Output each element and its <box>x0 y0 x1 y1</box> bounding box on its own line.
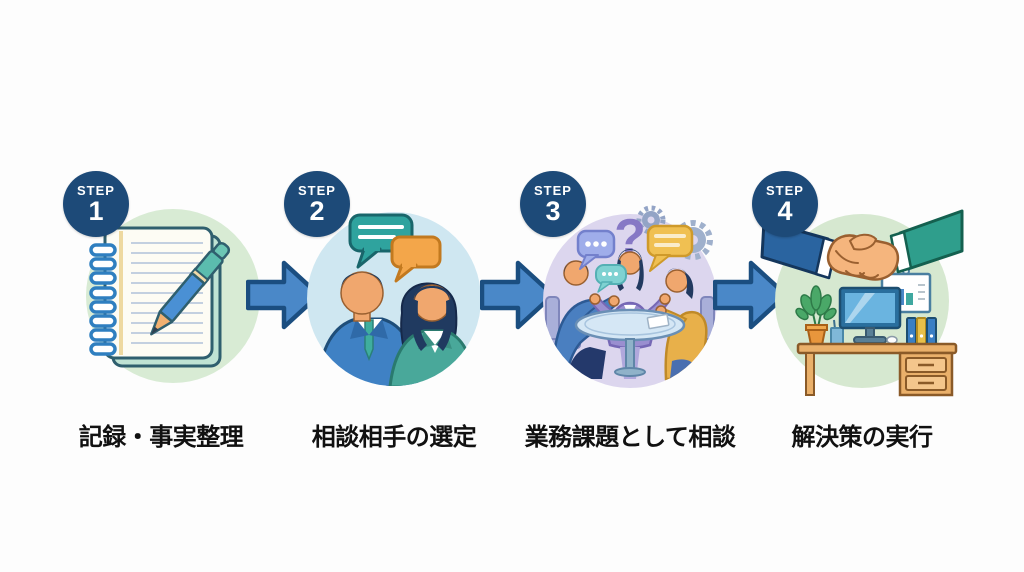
step-3-badge: STEP 3 <box>520 171 586 237</box>
step-3-label: 業務課題として相談 <box>524 424 736 451</box>
two-people-talking-illustration <box>307 212 481 386</box>
step-1-badge: STEP 1 <box>63 171 129 237</box>
mouse-icon <box>886 335 898 345</box>
step-4: STEP 4 解決策の実行 <box>752 165 964 505</box>
step-2-badge: STEP 2 <box>284 171 350 237</box>
badge-step-text: STEP <box>766 182 804 198</box>
arrow-right-icon <box>713 260 789 330</box>
drawer-unit <box>898 351 954 397</box>
speech-bubble-orange-icon <box>390 235 442 283</box>
speech-bubble-small-teal-icon <box>595 264 627 293</box>
speech-bubble-lines-icon <box>646 224 694 272</box>
arrow-right-icon <box>480 260 556 330</box>
desk-icon <box>796 342 958 397</box>
badge-number: 1 <box>88 195 104 226</box>
step-2: STEP 2 相談相手の選定 <box>284 165 494 505</box>
step-4-badge: STEP 4 <box>752 171 818 237</box>
step-1-label: 記録・事実整理 <box>78 424 244 451</box>
badge-number: 3 <box>545 195 561 226</box>
binders-icon <box>906 317 937 345</box>
handshake-desk-illustration <box>760 209 964 397</box>
step-2-label: 相談相手の選定 <box>311 424 477 451</box>
round-table <box>574 308 686 377</box>
spiral-rings <box>89 243 117 356</box>
team-meeting-illustration: ? <box>543 205 717 388</box>
badge-number: 4 <box>777 195 793 226</box>
spiral-notebook-icon <box>89 226 222 368</box>
badge-step-text: STEP <box>298 182 336 198</box>
badge-step-text: STEP <box>77 182 115 198</box>
pen-icon <box>150 241 231 336</box>
arrow-right-icon <box>246 260 322 330</box>
step-4-label: 解決策の実行 <box>791 424 934 451</box>
speech-bubble-dots-icon <box>576 229 616 270</box>
badge-number: 2 <box>309 195 325 226</box>
notebook-pen-illustration <box>86 209 260 383</box>
monitor-icon <box>838 286 902 344</box>
step-1: STEP 1 記録・事実整理 <box>63 165 273 505</box>
step-3: ? <box>520 165 736 505</box>
badge-step-text: STEP <box>534 182 572 198</box>
gear-icon <box>636 205 666 235</box>
